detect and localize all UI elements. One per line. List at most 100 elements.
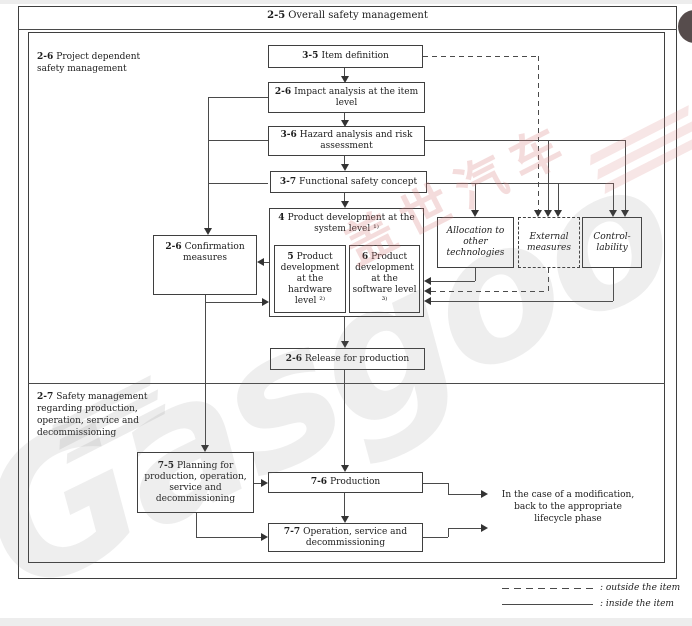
connector [205, 295, 207, 446]
overall-safety-num: 2-5 [267, 10, 286, 21]
section-project-text: Project dependent safety management [37, 52, 141, 74]
connector-dashed [423, 56, 538, 58]
arrow-down [341, 76, 349, 83]
section-divider [28, 383, 665, 385]
arrow-down [341, 516, 349, 523]
connector [196, 513, 198, 537]
node-label: Release for production [305, 353, 410, 364]
connector [558, 183, 560, 211]
connector [548, 140, 550, 211]
arrow-down [201, 445, 209, 452]
connector [448, 528, 482, 530]
arrow-right [261, 533, 268, 541]
node-label: External measures [527, 231, 571, 253]
connector [196, 537, 262, 539]
node-label: Operation, service and decommissioning [303, 526, 408, 548]
legend-outside-label: : outside the item [600, 583, 681, 593]
node-external-measures: External measures [518, 217, 580, 268]
node-label: Item definition [321, 51, 389, 61]
arrow-down [544, 210, 552, 217]
legend-solid-line [502, 604, 593, 606]
connector [613, 183, 615, 211]
connector [344, 156, 346, 165]
arrow-down [609, 210, 617, 217]
arrow-right [261, 479, 268, 487]
node-num: 7-5 [157, 460, 174, 471]
arrow-right [481, 490, 488, 498]
node-label: Planning for production, operation, serv… [144, 460, 247, 504]
arrow-right [481, 524, 488, 532]
node-label: Product development at the software leve… [352, 251, 417, 306]
arrow-down [471, 210, 479, 217]
arrow-right [262, 298, 269, 306]
connector [425, 140, 625, 142]
lifecycle-frame [28, 32, 665, 563]
arrow-down [204, 228, 212, 235]
connector [431, 281, 475, 283]
connector [448, 483, 450, 494]
legend-inside-label: : inside the item [600, 599, 674, 609]
connector [208, 140, 268, 142]
node-num: 7-7 [283, 526, 301, 537]
connector [208, 97, 268, 99]
connector [344, 493, 346, 517]
overall-safety-label: Overall safety management [288, 10, 428, 21]
arrow-left [257, 258, 264, 266]
connector [344, 317, 346, 342]
connector-dashed [548, 268, 550, 291]
connector [475, 268, 477, 281]
section-project-num: 2-6 [37, 52, 54, 62]
node-num: 6 [361, 251, 369, 262]
connector [423, 537, 448, 539]
page-bottom-edge [0, 618, 692, 626]
connector [431, 301, 613, 303]
arrow-down [341, 164, 349, 171]
arrow-down [534, 210, 542, 217]
arrow-down [341, 341, 349, 348]
node-label: Allocation to other technologies [446, 226, 505, 258]
arrow-down [554, 210, 562, 217]
connector [344, 370, 346, 466]
connector [208, 183, 268, 185]
connector [208, 97, 210, 229]
node-num: 2-6 [165, 242, 182, 252]
connector [613, 268, 615, 301]
connector [423, 483, 448, 485]
overall-safety-frame [18, 6, 677, 579]
connector [264, 262, 269, 264]
connector [344, 68, 346, 77]
node-num: 2-6 [285, 353, 303, 364]
connector-dashed [431, 291, 548, 293]
connector [475, 183, 477, 211]
arrow-left [424, 297, 431, 305]
arrow-down [341, 120, 349, 127]
node-controllability: Control- lability [582, 217, 642, 268]
connector [448, 494, 482, 496]
node-label: Production [330, 477, 381, 487]
connector [344, 193, 346, 202]
node-num: 3-5 [302, 51, 319, 61]
connector [625, 140, 627, 211]
connector [344, 113, 346, 121]
back-button[interactable]: ‹ [678, 10, 692, 43]
node-num: 2-6 [274, 86, 292, 97]
connector [254, 483, 262, 485]
node-num: 4 [278, 213, 285, 223]
connector [427, 183, 613, 185]
page-top-edge [0, 0, 692, 4]
node-allocation-other-technologies: Allocation to other technologies [437, 217, 514, 268]
node-label: Functional safety concept [299, 176, 418, 187]
section-production-text: Safety management regarding production, … [37, 392, 148, 438]
arrow-down [621, 210, 629, 217]
arrow-left [424, 277, 431, 285]
